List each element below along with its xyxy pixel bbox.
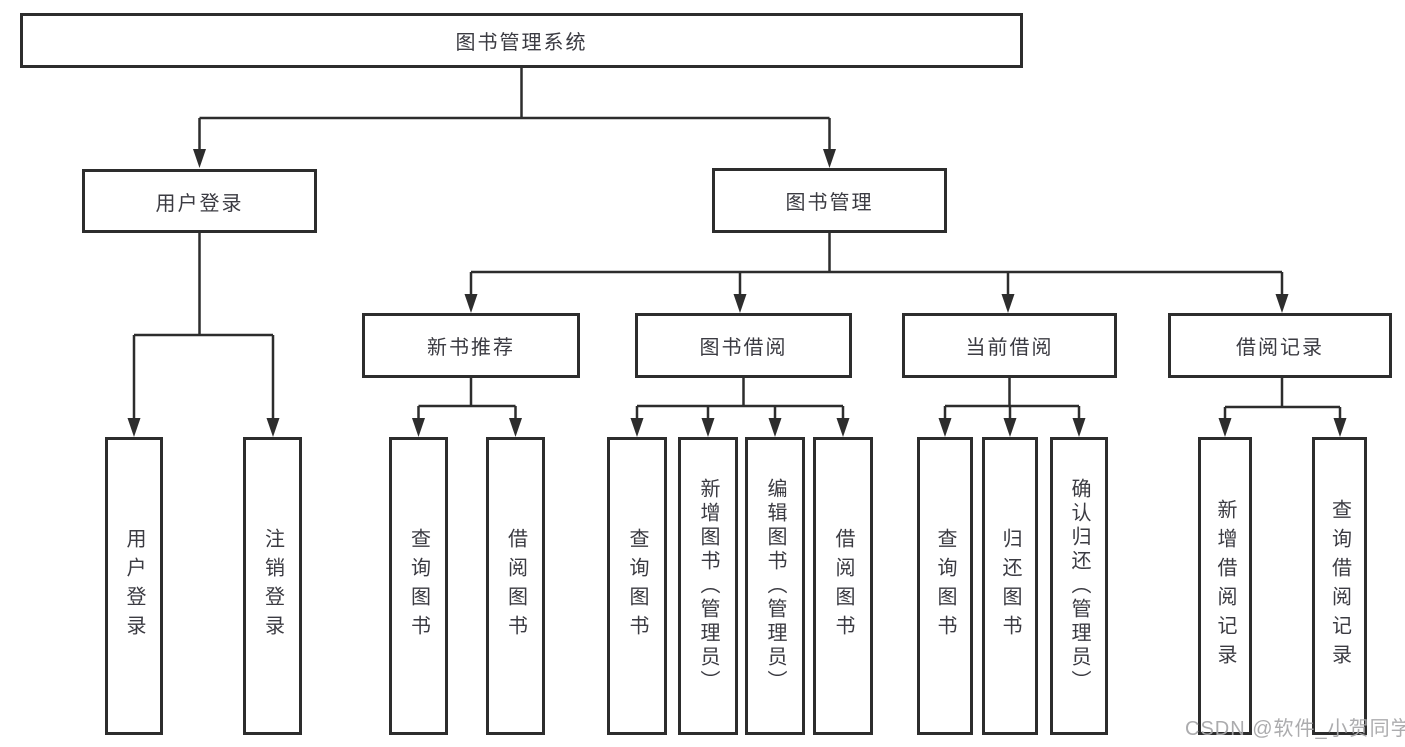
node-book-management: 图书管理 [712,168,947,233]
arrowhead-icons [127,149,1347,437]
node-current-borrowing: 当前借阅 [902,313,1117,378]
node-label: 确认归还（管理员） [1068,478,1090,694]
node-label: 图书管理系统 [455,32,588,54]
node-book-borrowing: 图书借阅 [635,313,852,378]
leaf-borrow-books-borrowing: 借阅图书 [813,437,873,735]
node-label: 编辑图书（管理员） [764,478,786,694]
leaf-borrow-books-recommendation: 借阅图书 [486,437,545,735]
node-user-login: 用户登录 [82,169,317,233]
node-label: 当前借阅 [965,337,1054,359]
node-label: 归还图书 [999,528,1021,644]
node-label: 借阅图书 [504,528,527,644]
leaf-confirm-return-admin: 确认归还（管理员） [1050,437,1108,735]
node-label: 查询借阅记录 [1328,499,1351,673]
node-label: 借阅图书 [832,528,854,644]
node-label: 查询图书 [626,528,648,644]
leaf-query-books-current: 查询图书 [917,437,973,735]
leaf-edit-book-admin: 编辑图书（管理员） [745,437,805,735]
leaf-return-book: 归还图书 [982,437,1038,735]
node-label: 查询图书 [407,528,430,644]
watermark-text: CSDN @软件_小贺同学 [1185,718,1405,740]
node-label: 用户登录 [155,192,244,215]
leaf-add-book-admin: 新增图书（管理员） [678,437,738,735]
leaf-query-borrow-record: 查询借阅记录 [1312,437,1367,735]
node-label: 图书管理 [785,192,874,214]
node-label: 查询图书 [934,528,956,644]
node-label: 借阅记录 [1236,337,1324,359]
node-book-management-system: 图书管理系统 [20,13,1023,68]
node-label: 新增借阅记录 [1214,499,1236,673]
node-label: 新书推荐 [427,337,515,359]
node-new-book-recommendation: 新书推荐 [362,313,580,378]
leaf-query-books-borrowing: 查询图书 [607,437,667,735]
leaf-add-borrow-record: 新增借阅记录 [1198,437,1252,735]
leaf-user-login: 用户登录 [105,437,163,735]
leaf-query-books-recommendation: 查询图书 [389,437,448,735]
leaf-logout: 注销登录 [243,437,302,735]
node-borrowing-records: 借阅记录 [1168,313,1392,378]
node-label: 注销登录 [261,528,284,644]
node-label: 用户登录 [123,528,145,644]
node-label: 图书借阅 [699,337,788,359]
node-label: 新增图书（管理员） [697,478,719,694]
